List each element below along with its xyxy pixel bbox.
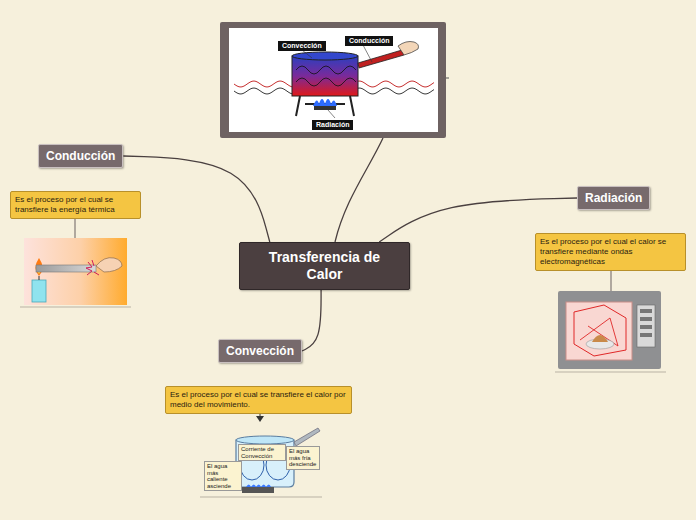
node-text: Es el proceso por el cual se transfiere … <box>15 195 136 215</box>
picture-shape <box>314 106 336 110</box>
picture-shape <box>558 291 661 369</box>
picture-shape <box>242 487 274 493</box>
picture-shape <box>236 436 294 444</box>
picture-label: Corriente de Convección <box>238 444 286 461</box>
picture-shape <box>96 258 122 272</box>
picture-shape <box>256 416 264 422</box>
picture-label: Conducción <box>345 36 393 46</box>
picture-shape <box>640 309 652 313</box>
description-box: Es el proceso por el cual se transfiere … <box>165 386 352 414</box>
picture-shape <box>640 317 652 321</box>
picture-shape <box>637 305 655 347</box>
node-text: Es el proceso por el cual el calor se tr… <box>540 237 681 267</box>
picture-shape <box>220 22 446 138</box>
node-text: Convección <box>226 344 294 358</box>
picture-shape <box>313 99 337 106</box>
branch-topic: Conducción <box>38 144 123 168</box>
picture-label: El agua más fría desciende <box>286 446 320 470</box>
picture-shape <box>302 50 312 58</box>
picture-shape <box>200 497 322 498</box>
branch-topic: Convección <box>218 339 302 363</box>
picture-shape <box>296 66 356 74</box>
description-box: Es el proceso por el cual el calor se tr… <box>535 233 686 271</box>
picture-shape <box>398 42 419 56</box>
branch-connector <box>123 156 269 242</box>
picture-shape <box>39 276 40 280</box>
picture-shape <box>296 96 354 116</box>
picture-shape <box>574 305 626 356</box>
picture-shape <box>363 45 372 62</box>
picture-shape <box>296 78 356 86</box>
branch-topic: Radiación <box>577 186 650 210</box>
picture-shape <box>32 280 46 302</box>
picture-shape <box>555 372 666 373</box>
picture-shape <box>592 335 608 342</box>
picture-shape <box>640 325 652 329</box>
picture-shape <box>24 238 127 305</box>
node-text: Transferencia de Calor <box>250 249 399 283</box>
picture-label: El agua más caliente asciende <box>204 461 242 491</box>
picture-shape <box>246 485 271 488</box>
picture-label: Radiación <box>312 120 353 130</box>
picture-shape <box>335 138 383 242</box>
central-topic: Transferencia de Calor <box>239 242 410 290</box>
picture-shape <box>358 50 404 68</box>
picture-shape <box>640 309 652 337</box>
picture-shape <box>640 333 652 337</box>
picture-shape <box>292 52 358 60</box>
picture-shape <box>20 307 131 308</box>
description-box: Es el proceso por el cual se transfiere … <box>10 191 141 219</box>
node-text: Conducción <box>46 149 115 163</box>
picture-shape <box>294 428 320 446</box>
node-text: Es el proceso por el cual se transfiere … <box>170 390 347 410</box>
picture-shape <box>328 110 335 118</box>
picture-shape <box>86 260 99 275</box>
picture-shape <box>566 302 632 360</box>
picture-shape <box>229 28 438 132</box>
picture-shape <box>446 78 449 79</box>
node-text: Radiación <box>585 191 642 205</box>
picture-shape <box>292 56 358 96</box>
branch-connector <box>302 290 321 351</box>
picture-label: Convección <box>278 41 326 51</box>
